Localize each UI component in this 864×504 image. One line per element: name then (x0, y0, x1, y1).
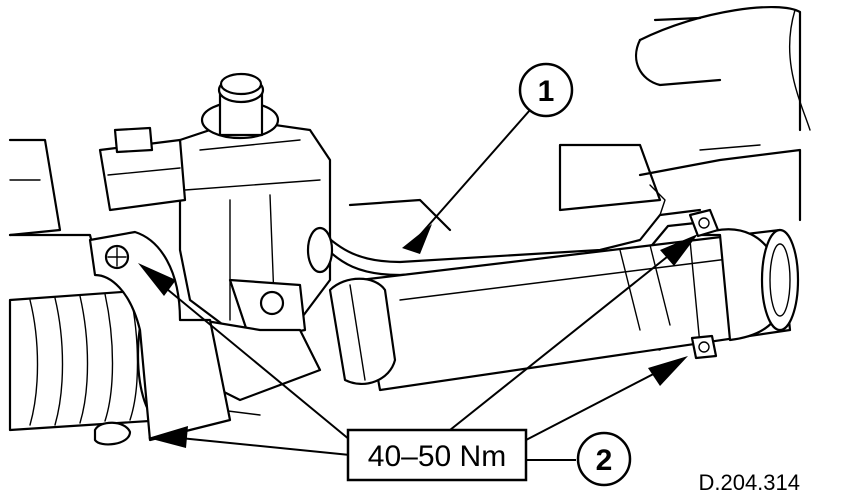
arrowhead-left-upper (138, 263, 176, 296)
pinion-housing (98, 72, 334, 416)
arrowhead-right-upper (660, 234, 698, 266)
callout-1: 1 (518, 62, 574, 118)
callout-1-label: 1 (538, 75, 555, 108)
leader-1 (419, 109, 531, 236)
leader-torque-left-upper (149, 274, 351, 441)
arrowheads (138, 224, 698, 448)
left-mount-bracket (88, 230, 232, 446)
leader-torque-right-upper (449, 244, 683, 431)
arrowhead-left-lower (148, 426, 188, 448)
right-clamp-bolts (688, 208, 720, 360)
callout-2-label: 2 (596, 444, 613, 477)
torque-box: 40–50 Nm (346, 428, 528, 482)
leader-lines (149, 109, 683, 461)
reference-code: D.204.314 (698, 470, 800, 495)
callout-2: 2 (576, 431, 632, 487)
bolt-right-upper (688, 208, 720, 238)
bolt-left-lower (93, 421, 132, 446)
rack-tube (358, 228, 800, 392)
clamp-ring (328, 277, 397, 385)
leader-torque-right-lower (525, 367, 666, 441)
torque-label: 40–50 Nm (368, 440, 506, 473)
arrowhead-right-lower (648, 356, 688, 386)
arrowhead-1 (402, 224, 432, 254)
bolt-right-lower (690, 334, 718, 360)
leader-torque-left-lower (169, 436, 351, 456)
